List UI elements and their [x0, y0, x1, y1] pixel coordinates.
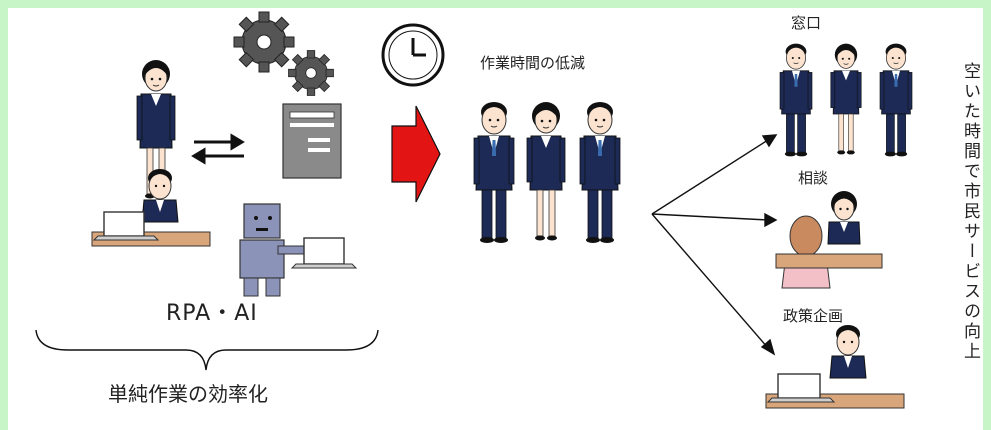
policy-planning-scene	[765, 324, 905, 409]
rpa-ai-label: RPA・AI	[166, 301, 258, 326]
staff-man-desk-icon	[91, 168, 211, 247]
red-arrow-icon	[391, 105, 441, 203]
staff-man-1-icon	[473, 101, 515, 244]
window-label: 窓口	[791, 14, 822, 32]
gear-large-icon	[233, 11, 295, 73]
diagram-canvas: 作業時間の低減 窓口 相談 政策企画 RPA・AI 単純作業の効率化 空いた時間…	[8, 8, 983, 430]
window-staff-group	[779, 43, 913, 157]
consultation-scene	[775, 190, 883, 289]
branch-arrows	[651, 134, 778, 356]
policy-planning-label: 政策企画	[783, 307, 844, 325]
gear-small-icon	[288, 50, 334, 96]
simple-task-efficiency-label: 単純作業の効率化	[108, 382, 268, 406]
staff-woman-center-icon	[526, 101, 566, 241]
clock-icon	[381, 23, 445, 87]
time-reduction-label: 作業時間の低減	[480, 54, 586, 72]
consultation-label: 相談	[798, 169, 829, 187]
diagram-graphics	[35, 11, 913, 409]
service-improvement-vertical-text: 空いた時間で市民サービスの向上	[960, 62, 980, 362]
staff-man-2-icon	[579, 101, 621, 244]
robot-icon	[239, 203, 358, 297]
server-icon	[282, 103, 342, 179]
rpa-brace	[35, 329, 379, 371]
exchange-arrows-icon	[191, 133, 245, 165]
